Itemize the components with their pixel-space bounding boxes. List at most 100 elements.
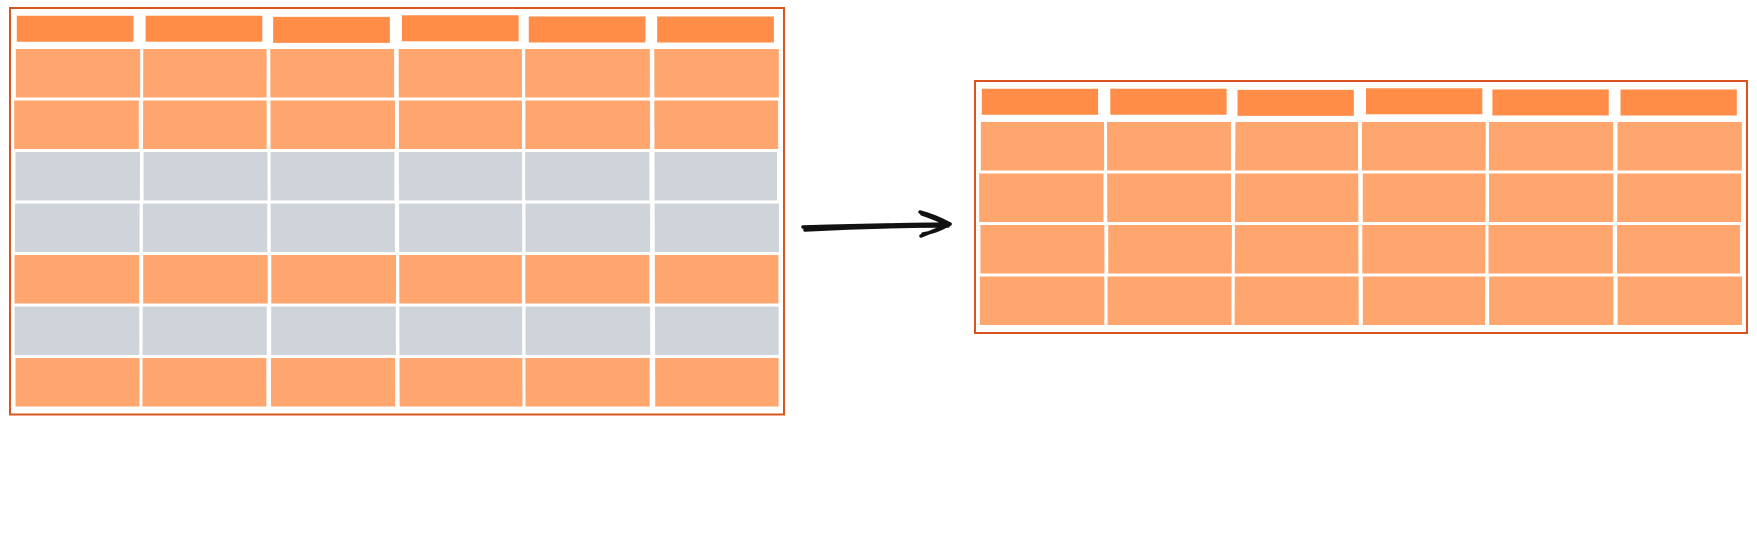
result-table-cell — [1108, 225, 1233, 274]
source-table-cell — [14, 306, 140, 355]
source-table-header-cell — [528, 16, 646, 43]
result-table-cell — [1615, 225, 1741, 274]
result-table-row-kept — [979, 276, 1742, 325]
source-table-cell — [524, 152, 650, 201]
source-table-cell — [14, 255, 140, 304]
source-table-cell — [654, 203, 779, 252]
result-table-cell — [1106, 173, 1231, 222]
result-table-cell — [1617, 122, 1742, 171]
source-table-header-cell — [401, 15, 519, 42]
source-table-cell — [398, 152, 523, 201]
source-table-row-kept — [15, 358, 779, 407]
result-table-cell — [1488, 122, 1614, 171]
result-table-cell — [1362, 173, 1488, 222]
source-table-cell — [653, 255, 779, 304]
result-table-header-cell — [1365, 88, 1483, 115]
source-table-cell — [271, 306, 396, 355]
source-table-cell — [269, 49, 395, 98]
result-table-header-cell — [1237, 89, 1354, 116]
source-table-row-kept — [15, 49, 779, 98]
source-table-cell — [270, 203, 395, 252]
source-table-column-divider — [139, 9, 144, 413]
source-table-cell — [15, 358, 141, 407]
source-table-column-divider — [521, 9, 526, 413]
source-table-cell — [142, 306, 267, 355]
source-table-cell — [143, 255, 268, 304]
result-table-column-divider — [1485, 82, 1489, 332]
source-table-cell — [525, 203, 651, 252]
result-table-cell — [1361, 122, 1487, 171]
result-table-row-kept — [980, 225, 1741, 274]
result-table-header-cell — [981, 88, 1099, 115]
result-table-cell — [1234, 276, 1359, 325]
source-table-cell — [525, 100, 651, 149]
source-table-cell — [653, 100, 779, 149]
source-table-cell — [524, 358, 650, 407]
result-table-column-divider — [1358, 82, 1362, 332]
result-table — [974, 80, 1748, 334]
result-table-cell — [1489, 173, 1614, 222]
result-table-cell — [1362, 225, 1487, 274]
source-table-cell — [143, 152, 269, 201]
source-table-cell — [141, 100, 267, 149]
result-table-column-divider — [1103, 82, 1108, 332]
source-table-header-cell — [16, 15, 134, 42]
source-table-cell — [397, 306, 523, 355]
source-table-cell — [14, 100, 139, 149]
source-table-header-cell — [273, 16, 390, 43]
source-table-cell — [141, 358, 267, 407]
result-table-cell — [1234, 173, 1359, 222]
source-table-row-kept — [14, 255, 779, 304]
source-table-row-removed — [15, 152, 778, 201]
source-table-cell — [269, 152, 395, 201]
result-table-cell — [979, 173, 1104, 222]
source-table-cell — [525, 306, 651, 355]
source-table-cell — [15, 152, 141, 201]
source-table-column-divider — [267, 9, 272, 413]
source-table-cell — [653, 306, 779, 355]
result-table-header-cell — [1492, 89, 1609, 116]
source-table-cell — [653, 358, 779, 407]
source-table-cell — [652, 152, 778, 201]
result-table-cell — [980, 122, 1106, 171]
source-table-cell — [398, 203, 524, 252]
result-table-column-divider — [1613, 82, 1618, 332]
source-table-cell — [398, 358, 524, 407]
source-table-cell — [398, 100, 524, 149]
source-table — [9, 7, 785, 416]
result-table-cell — [1489, 276, 1614, 325]
arrow-right-icon — [801, 210, 952, 238]
result-table-cell — [980, 225, 1105, 274]
result-table-cell — [1617, 276, 1742, 325]
source-table-cell — [14, 203, 140, 252]
source-table-cell — [270, 100, 395, 149]
source-table-header-cell — [657, 16, 774, 43]
result-table-header-cell — [1620, 89, 1737, 116]
result-table-row-kept — [979, 173, 1742, 222]
result-table-header-cell — [1110, 88, 1227, 115]
source-table-cell — [397, 49, 523, 98]
source-table-column-divider — [651, 9, 656, 413]
source-table-cell — [524, 255, 650, 304]
result-table-cell — [979, 276, 1105, 325]
arrow-head — [918, 210, 952, 238]
source-table-cell — [271, 255, 396, 304]
result-table-cell — [1488, 225, 1613, 274]
source-table-cell — [397, 255, 522, 304]
source-table-row-removed — [14, 203, 779, 252]
result-table-row-kept — [980, 122, 1742, 171]
result-table-cell — [1106, 122, 1231, 171]
source-table-cell — [141, 49, 267, 98]
source-table-column-divider — [395, 9, 400, 413]
source-table-row-kept — [14, 100, 779, 149]
source-table-row-removed — [14, 306, 779, 355]
source-table-cell — [654, 49, 779, 98]
source-table-cell — [15, 49, 141, 98]
source-table-header-cell — [145, 15, 263, 42]
result-table-cell — [1233, 122, 1359, 171]
result-table-cell — [1362, 276, 1488, 325]
result-table-cell — [1107, 276, 1232, 325]
arrow-shaft — [801, 222, 952, 232]
